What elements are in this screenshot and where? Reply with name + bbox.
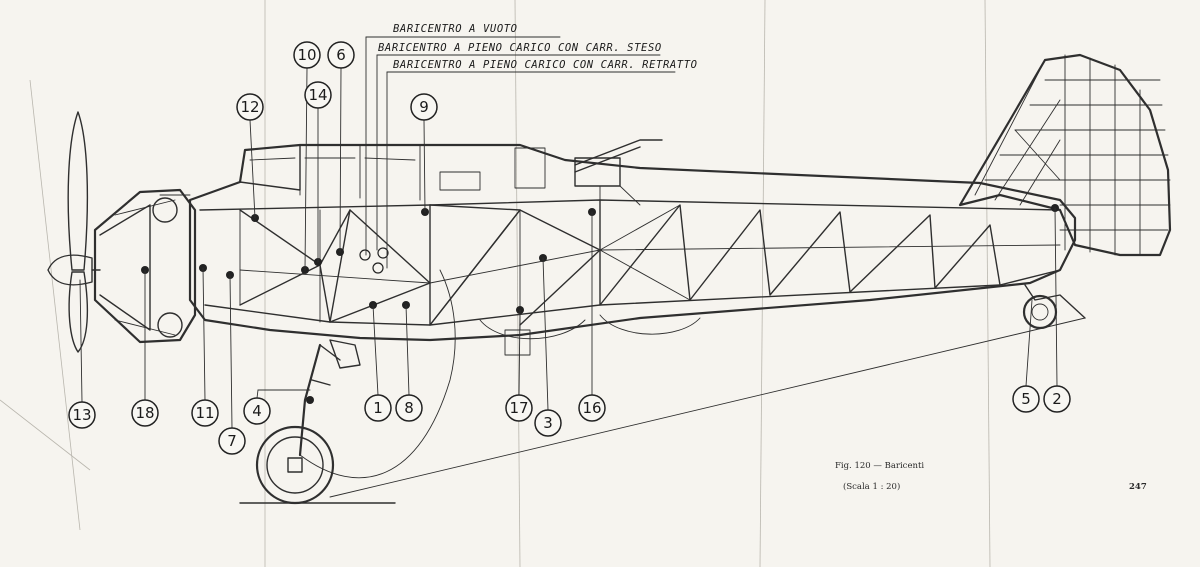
svg-text:7: 7 [227,432,237,450]
svg-text:6: 6 [336,46,346,64]
svg-text:10: 10 [297,46,316,64]
callout-11: 11 [191,399,219,427]
callout-16: 16 [578,394,606,422]
page-number: 247 [1129,482,1147,492]
svg-text:17: 17 [509,399,528,417]
svg-text:13: 13 [72,406,91,424]
callout-6: 6 [327,41,355,69]
callout-14: 14 [304,81,332,109]
machine-gun [574,139,663,211]
cockpit [239,144,546,201]
svg-text:12: 12 [240,98,259,116]
figure-caption: Fig. 120 — Baricenti [835,461,924,471]
propeller [47,111,101,353]
callout-18: 18 [131,399,159,427]
svg-text:8: 8 [404,399,414,417]
tail-wheel [1022,284,1086,330]
callout-leaders [79,67,1058,429]
fuselage [188,143,1077,342]
svg-text:1: 1 [373,399,383,417]
callout-9: 9 [410,93,438,121]
callout-1: 1 [364,394,392,422]
svg-text:14: 14 [308,86,327,104]
label-cg-full-gear-down: BARICENTRO A PIENO CARICO CON CARR. STES… [378,42,662,54]
ground-lines [239,317,1086,504]
callout-3: 3 [534,409,562,437]
callout-7: 7 [218,427,246,455]
svg-text:5: 5 [1021,390,1031,408]
svg-text:18: 18 [135,404,154,422]
svg-text:11: 11 [195,404,214,422]
background-construction-lines [0,0,991,567]
callout-8: 8 [395,394,423,422]
belly-fairings [479,314,701,356]
fuselage-truss [239,199,1001,331]
cg-reference-lines [365,36,676,269]
main-landing-gear [255,269,456,505]
svg-text:3: 3 [543,414,553,432]
svg-text:9: 9 [419,98,429,116]
callout-4: 4 [243,397,271,425]
tail-fin [958,53,1172,257]
svg-text:4: 4 [252,402,262,420]
callout-10: 10 [293,41,321,69]
label-cg-empty: BARICENTRO A VUOTO [393,23,518,35]
callout-13: 13 [68,401,96,429]
svg-text:16: 16 [582,399,601,417]
svg-text:2: 2 [1052,390,1062,408]
callout-12: 12 [236,93,264,121]
callout-5: 5 [1012,385,1040,413]
figure-scale: (Scala 1 : 20) [843,481,900,492]
callout-2: 2 [1043,385,1071,413]
label-cg-full-gear-up: BARICENTRO A PIENO CARICO CON CARR. RETR… [393,59,698,71]
callout-17: 17 [505,394,533,422]
